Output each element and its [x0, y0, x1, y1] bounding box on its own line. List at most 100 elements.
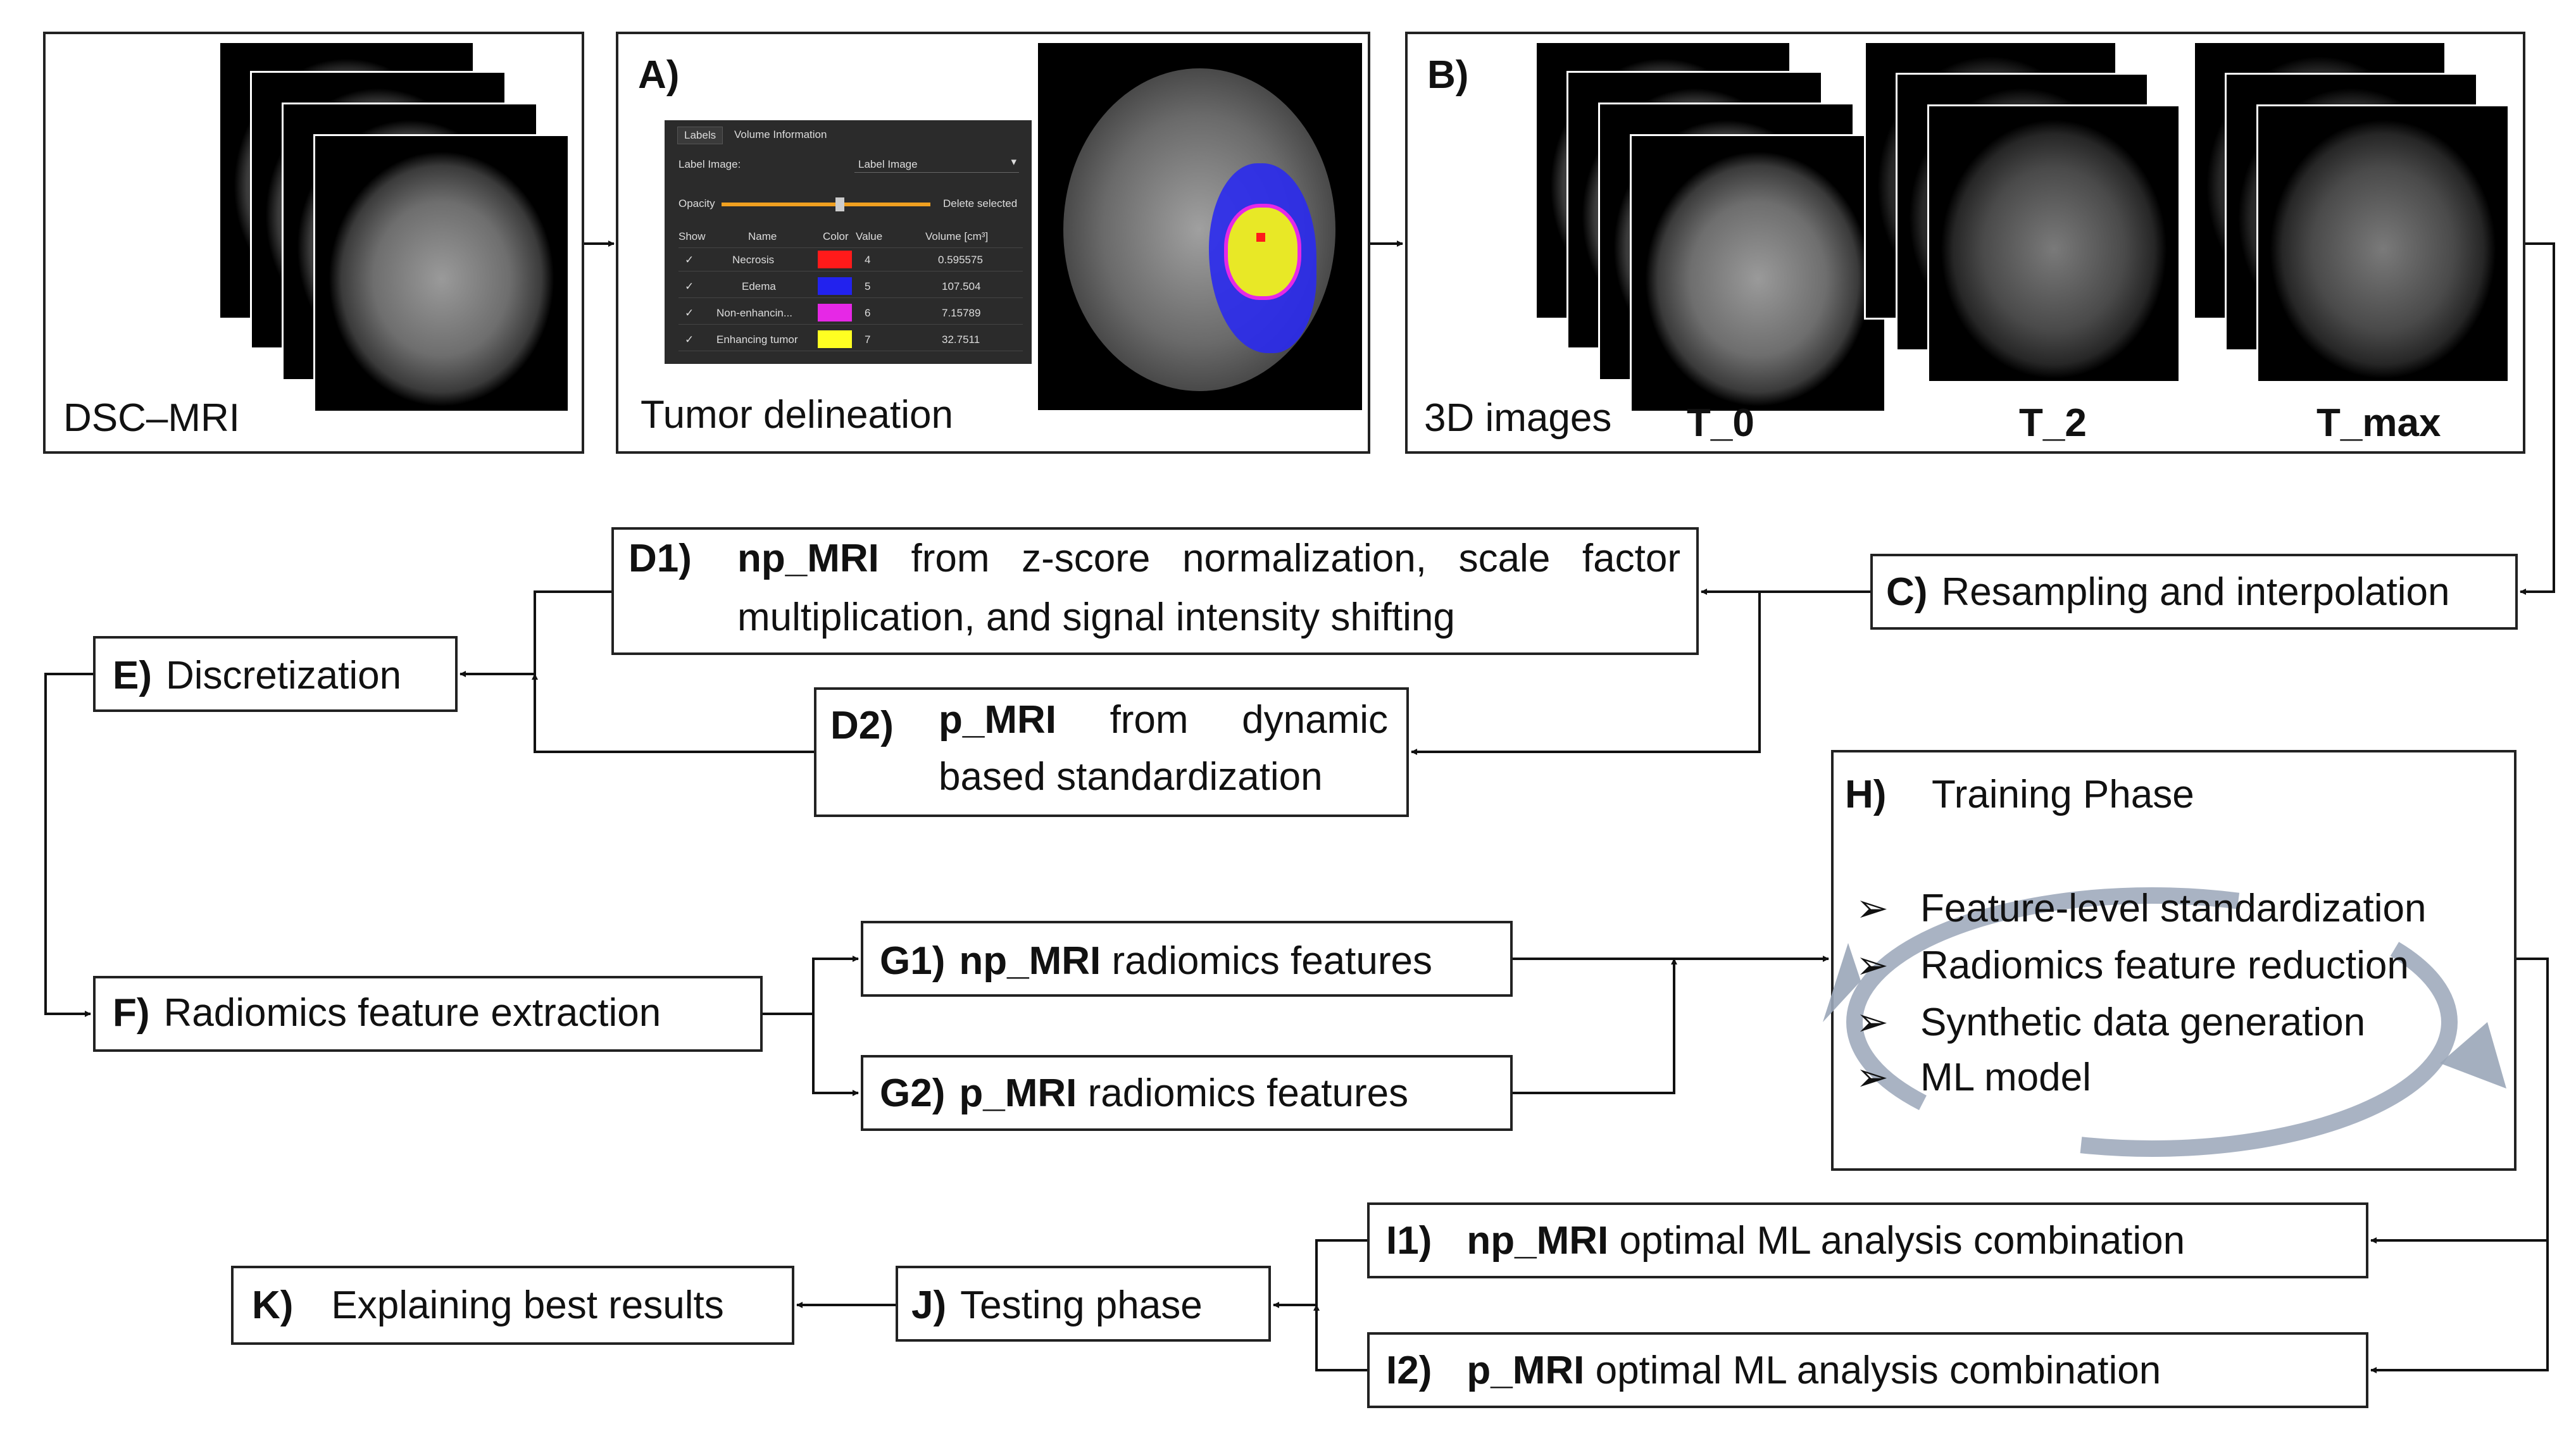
arrow-b-to-c: [2520, 242, 2555, 595]
bullet-arrow-icon: ➢: [1856, 1056, 1889, 1099]
bullet-arrow-icon: ➢: [1856, 887, 1889, 930]
delete-selected-button[interactable]: Delete selected: [943, 197, 1018, 209]
show-check[interactable]: ✓: [685, 280, 694, 292]
label-value: 6: [865, 307, 871, 319]
step-g2-text: G2)p_MRI radiomics features: [880, 1074, 1408, 1113]
step-g2-label: radiomics features: [1087, 1071, 1409, 1115]
step-d2-line1: p_MRI from dynamic: [939, 701, 1388, 740]
label-name: Necrosis: [732, 254, 775, 266]
step-f-id: F): [113, 991, 150, 1035]
step-i1-np-mri-optimal: [1367, 1202, 2368, 1278]
tab-volume-information[interactable]: Volume Information: [734, 128, 827, 140]
step-h-title: Training Phase: [1932, 773, 2194, 816]
step-d1-np-mri: [611, 527, 1699, 655]
t2-label: T_2: [2019, 401, 2087, 445]
step-g1-bold: np_MRI: [959, 939, 1101, 983]
step-i2-p-mri-optimal: [1367, 1332, 2368, 1408]
label-volume: 32.7511: [942, 334, 980, 346]
step-d2-rest: from dynamic: [1110, 698, 1388, 742]
3d-images-caption: 3D images: [1424, 396, 1612, 440]
step-d1-line2: multiplication, and signal intensity shi…: [737, 596, 1455, 639]
opacity-label: Opacity: [678, 197, 715, 209]
opacity-slider-handle[interactable]: [835, 197, 844, 211]
table-row-non-enhancing[interactable]: ✓ Non-enhancin... 6 7.15789: [678, 301, 1023, 325]
label-image-select[interactable]: Label Image ▾: [854, 154, 1019, 173]
color-swatch-enhancing[interactable]: [818, 330, 852, 348]
step-i1-text: I1)np_MRI optimal ML analysis combinatio…: [1386, 1221, 2185, 1261]
step-d1-bold: np_MRI: [737, 537, 879, 580]
label-name: Enhancing tumor: [716, 334, 798, 346]
step-i1-bold: np_MRI: [1466, 1219, 1609, 1263]
table-row-necrosis[interactable]: ✓ Necrosis 4 0.595575: [678, 248, 1023, 272]
show-check[interactable]: ✓: [685, 307, 694, 319]
step-f-feature-extraction: [93, 976, 763, 1052]
color-swatch-edema[interactable]: [818, 277, 852, 295]
step-c-resampling: [1870, 554, 2518, 630]
step-c-id: C): [1886, 570, 1928, 614]
step-k-label: Explaining best results: [331, 1283, 724, 1327]
step-j-text: J)Testing phase: [911, 1286, 1203, 1325]
step-i2-id: I2): [1386, 1349, 1432, 1392]
necrosis-region: [1256, 233, 1265, 242]
step-d2-p-mri: [814, 687, 1409, 817]
arrow-i1-to-j: [1273, 1239, 1367, 1308]
t0-label: T_0: [1687, 401, 1754, 445]
bullet-arrow-icon: ➢: [1856, 944, 1889, 987]
label-volume: 0.595575: [938, 254, 983, 266]
arrow-d1-to-e: [460, 590, 611, 677]
step-k-explaining-results: [231, 1266, 794, 1345]
step-i2-label: optimal ML analysis combination: [1595, 1349, 2161, 1392]
list-item-synthetic-data-generation: ➢Synthetic data generation: [1856, 1001, 2366, 1044]
label-name: Non-enhancin...: [716, 307, 793, 319]
step-c-text: C) Resampling and interpolation: [1886, 573, 2450, 612]
table-row-edema[interactable]: ✓ Edema 5 107.504: [678, 275, 1023, 298]
tmax-label: T_max: [2317, 401, 2441, 445]
step-d2-bold: p_MRI: [939, 698, 1056, 742]
show-check[interactable]: ✓: [685, 334, 694, 346]
step-g2-id: G2): [880, 1071, 946, 1115]
header-show: Show: [678, 230, 706, 242]
label-editor-panel: Labels Volume Information Label Image: L…: [665, 120, 1032, 364]
label-volume: 107.504: [942, 280, 981, 292]
panel-a-id: A): [638, 53, 680, 97]
step-e-discretization: [93, 636, 458, 712]
arrow-f-to-g1: [763, 956, 859, 1015]
step-d2-id: D2): [830, 704, 894, 747]
step-k-id: K): [252, 1283, 294, 1327]
panel-b-id: B): [1427, 53, 1469, 97]
line-d2-to-e: [532, 673, 814, 753]
label-image-key: Label Image:: [678, 158, 741, 170]
color-swatch-necrosis[interactable]: [818, 251, 852, 268]
step-c-label: Resampling and interpolation: [1941, 570, 2450, 614]
show-check[interactable]: ✓: [685, 254, 694, 266]
step-g1-text: G1)np_MRI radiomics features: [880, 942, 1432, 981]
label-value: 7: [865, 334, 871, 346]
tab-labels[interactable]: Labels: [677, 127, 723, 144]
header-color: Color: [823, 230, 849, 242]
label-name: Edema: [742, 280, 776, 292]
header-name: Name: [748, 230, 777, 242]
step-f-text: F) Radiomics feature extraction: [113, 994, 661, 1033]
header-volume: Volume [cm³]: [925, 230, 989, 242]
arrow-e-to-f: [44, 673, 93, 1017]
step-d1-line1: np_MRI from z-score normalization, scale…: [737, 539, 1680, 578]
list-item-ml-model: ➢ML model: [1856, 1056, 2091, 1099]
list-item-feature-level-standardization: ➢Feature-level standardization: [1856, 887, 2427, 930]
dsc-mri-label: DSC–MRI: [63, 396, 241, 440]
step-j-id: J): [911, 1283, 947, 1327]
segmented-brain-image: [1038, 43, 1362, 410]
step-i2-text: I2)p_MRI optimal ML analysis combination: [1386, 1351, 2161, 1390]
line-g2-to-h: [1513, 958, 1677, 1094]
label-value: 5: [865, 280, 871, 292]
step-g2-p-mri-features: [861, 1055, 1513, 1131]
step-i1-label: optimal ML analysis combination: [1619, 1219, 2185, 1263]
step-d2-line2: based standardization: [939, 755, 1323, 799]
step-f-label: Radiomics feature extraction: [163, 991, 661, 1035]
color-swatch-non-enhancing[interactable]: [818, 304, 852, 321]
opacity-slider[interactable]: [722, 197, 930, 211]
enhancing-tumor-region: [1228, 208, 1297, 296]
table-row-enhancing[interactable]: ✓ Enhancing tumor 7 32.7511: [678, 328, 1023, 351]
list-item-radiomics-feature-reduction: ➢Radiomics feature reduction: [1856, 944, 2409, 987]
arrow-h-to-i1: [2370, 958, 2549, 1244]
